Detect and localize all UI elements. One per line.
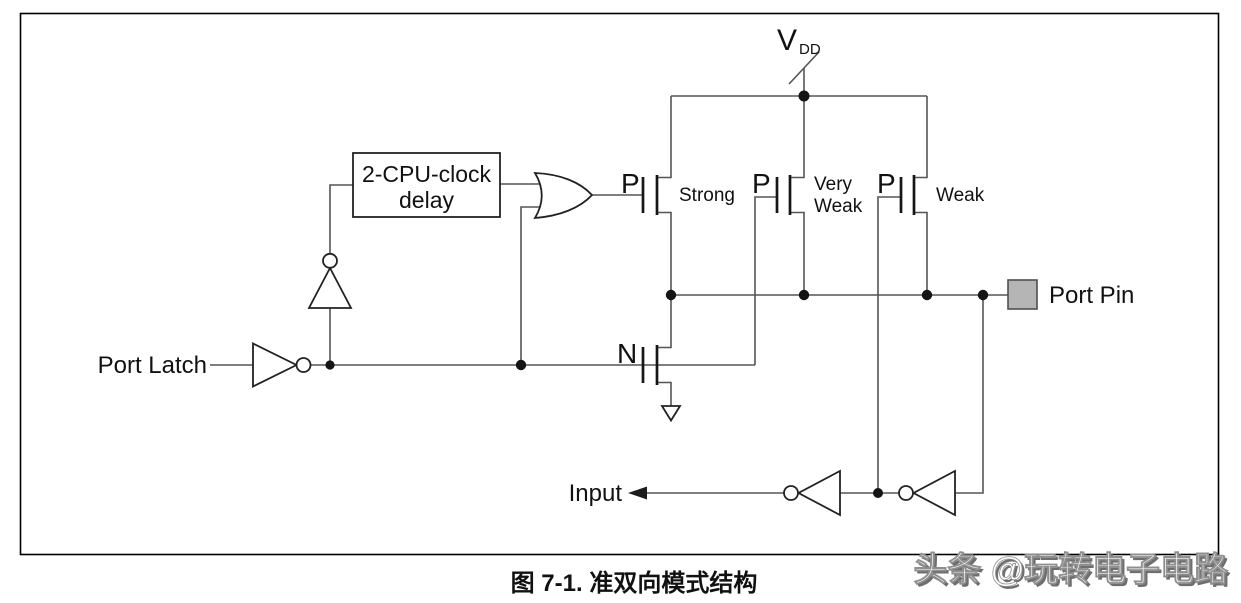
very-weak-drain-wire [790, 211, 805, 295]
watermark-shadow: 头条 @玩转电子电路 [916, 554, 1232, 592]
weak-source-wire [914, 96, 928, 179]
very-weak-pmos [775, 175, 792, 215]
inverter-bubble [783, 485, 799, 501]
nmos-drain-wire [657, 295, 672, 349]
very-weak-label-line2: Weak [814, 196, 863, 217]
figure-border [19, 12, 1220, 556]
vdd-slash [788, 51, 820, 85]
strong-pmos-p-label: P [621, 168, 640, 199]
junction-dot [325, 360, 335, 370]
inverter-triangle [307, 266, 353, 309]
strong-label: Strong [679, 185, 735, 206]
input-inverter [783, 469, 841, 517]
nmos [641, 345, 659, 385]
port-latch-inverter [252, 342, 312, 388]
vdd-label: V [777, 24, 797, 57]
nmos-source-wire [657, 381, 672, 406]
junction-dot [921, 289, 933, 301]
pin-to-inverter-wire [955, 295, 984, 494]
delay-box [352, 152, 501, 218]
delay-box-label-line1: 2-CPU-clock [362, 161, 492, 187]
delay-box-input-wire [329, 184, 353, 254]
weak-drain-wire [914, 211, 928, 295]
inverter-triangle [796, 469, 841, 517]
very-weak-pmos-p-label: P [752, 168, 771, 199]
weak-pmos [899, 175, 916, 215]
vdd-subscript: DD [799, 41, 821, 58]
or-gate [533, 172, 594, 220]
inverter-triangle [252, 342, 299, 388]
weak-label: Weak [936, 185, 985, 206]
delay-path-inverter [307, 252, 353, 309]
wires [210, 51, 1008, 494]
delay-box-label-line2: delay [399, 187, 454, 213]
figure-caption: 图 7-1. 准双向模式结构 [511, 569, 758, 597]
very-weak-gate-wire [754, 196, 777, 365]
pin-feedback-inverter [898, 469, 956, 517]
nmos-n-label: N [617, 338, 637, 369]
port-pin-pad [1007, 279, 1038, 310]
weak-pmos-p-label: P [877, 168, 896, 199]
inverter-bubble [295, 357, 312, 373]
inverter-triangle [911, 469, 956, 517]
ground-icon [660, 405, 682, 423]
inverter-bubble [322, 252, 338, 269]
inverter-bubble [898, 485, 914, 501]
strong-source-wire [657, 96, 672, 179]
junction-dot [665, 289, 677, 301]
junction-dot [977, 289, 989, 301]
input-arrow-icon [628, 486, 647, 500]
junction-dot [873, 488, 883, 498]
junction-dot [515, 359, 527, 371]
strong-drain-wire [657, 211, 672, 295]
or-lower-input-wire [520, 206, 552, 365]
strong-pmos [641, 175, 659, 215]
port-latch-label: Port Latch [98, 352, 207, 379]
input-label: Input [569, 480, 623, 507]
watermark: 头条 @玩转电子电路 [913, 551, 1229, 589]
very-weak-label-line1: Very [814, 174, 853, 195]
weak-gate-feedback-wire [877, 196, 901, 493]
port-pin-label: Port Pin [1049, 282, 1134, 309]
junction-dots [325, 90, 989, 498]
very-weak-source-wire [790, 96, 805, 179]
junction-dot [798, 90, 810, 102]
junction-dot [798, 289, 810, 301]
